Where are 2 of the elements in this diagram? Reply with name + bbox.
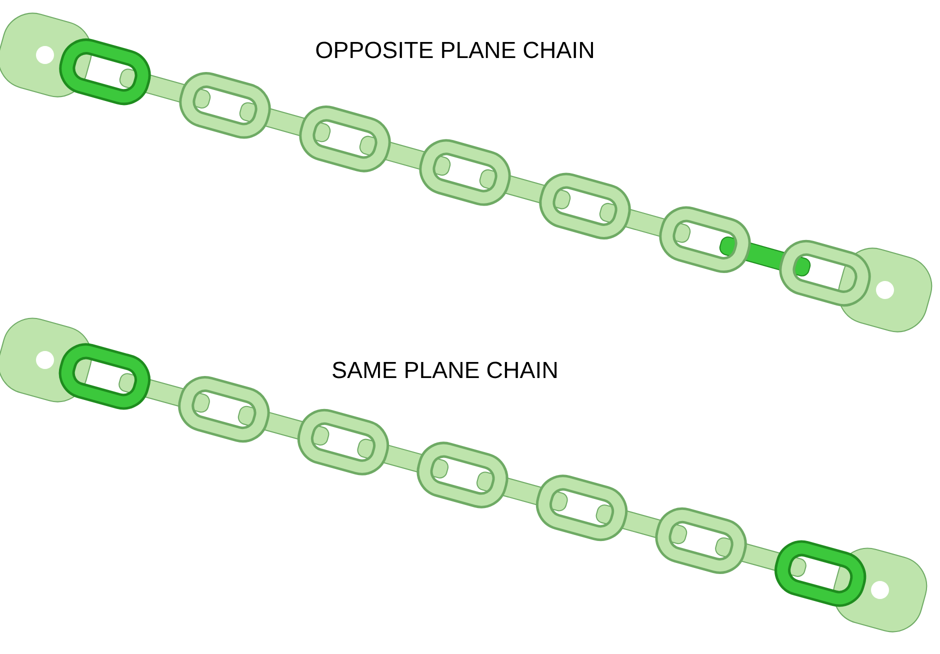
chain-label: OPPOSITE PLANE CHAIN xyxy=(316,42,593,58)
chain-label: SAME PLANE CHAIN xyxy=(332,362,557,378)
